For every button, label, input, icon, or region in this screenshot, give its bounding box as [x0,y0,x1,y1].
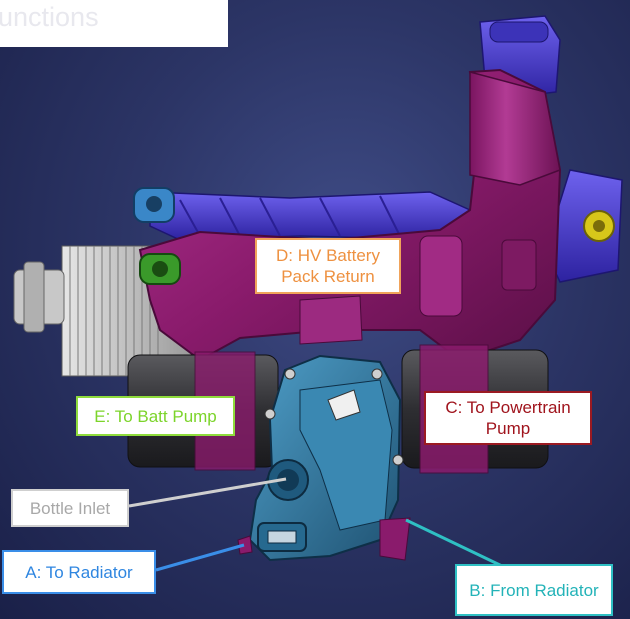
callout-bottle-inlet: Bottle Inlet [11,489,129,527]
callout-hv-battery-pack-return: D: HV Battery Pack Return [255,238,401,294]
callout-to-batt-pump: E: To Batt Pump [76,396,235,436]
valve-body [237,354,411,562]
title-banner: unctions [0,0,228,47]
right-bracket [544,169,623,283]
leader-bottle-inlet [128,477,287,508]
blue-rail [149,191,471,241]
callout-to-radiator: A: To Radiator [2,550,156,594]
left-fittings [133,187,181,285]
leader-b-from-radiator [405,518,503,568]
callout-to-powertrain-pump: C: To Powertrain Pump [424,391,592,445]
leader-a-to-radiator [155,543,245,572]
main-housing [138,68,562,362]
callout-from-radiator: B: From Radiator [455,564,613,616]
title-text: unctions [0,2,99,32]
